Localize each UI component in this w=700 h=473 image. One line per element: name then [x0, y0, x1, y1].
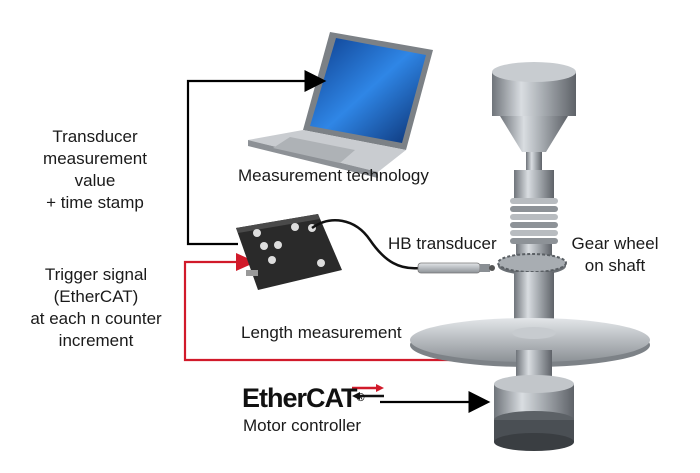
motor-base	[494, 375, 574, 451]
ethercat-logo: EtherCAT®	[242, 383, 365, 413]
hb-transducer-icon	[417, 262, 495, 274]
ethercat-logo-ether: Ether	[242, 383, 307, 413]
connector-icon	[274, 241, 282, 249]
measurement-device	[236, 214, 342, 290]
ethercat-logo-arrows	[352, 384, 384, 400]
connector-icon	[317, 259, 325, 267]
connector-icon	[253, 229, 261, 237]
ethercat-logo-cat: CAT	[306, 383, 357, 413]
disc-plate	[410, 318, 650, 367]
trigger-signal-label: Trigger signal (EtherCAT) at each n coun…	[30, 265, 162, 350]
shaft-assembly	[410, 62, 650, 451]
trigger-arrow	[183, 260, 520, 362]
data-arrow-to-laptop	[186, 70, 327, 246]
connector-icon	[260, 242, 268, 250]
length-measurement-label: Length measurement	[241, 323, 402, 342]
connector-icon	[268, 256, 276, 264]
transducer-value-label: Transducer measurement value + time stam…	[43, 127, 147, 212]
connector-icon	[291, 223, 299, 231]
laptop-icon	[248, 32, 433, 178]
bellows	[510, 198, 558, 244]
ethercat-logo-mark: ®	[356, 392, 365, 404]
measurement-technology-label: Measurement technology	[238, 166, 429, 185]
transducer-cable	[311, 219, 421, 270]
trigger-arrowhead	[236, 253, 256, 271]
gear-wheel-icon	[497, 253, 567, 275]
motor-controller-label: Motor controller	[243, 416, 362, 435]
hb-transducer-label: HB transducer	[388, 234, 497, 253]
gear-wheel-label: Gear wheel on shaft	[571, 234, 659, 275]
